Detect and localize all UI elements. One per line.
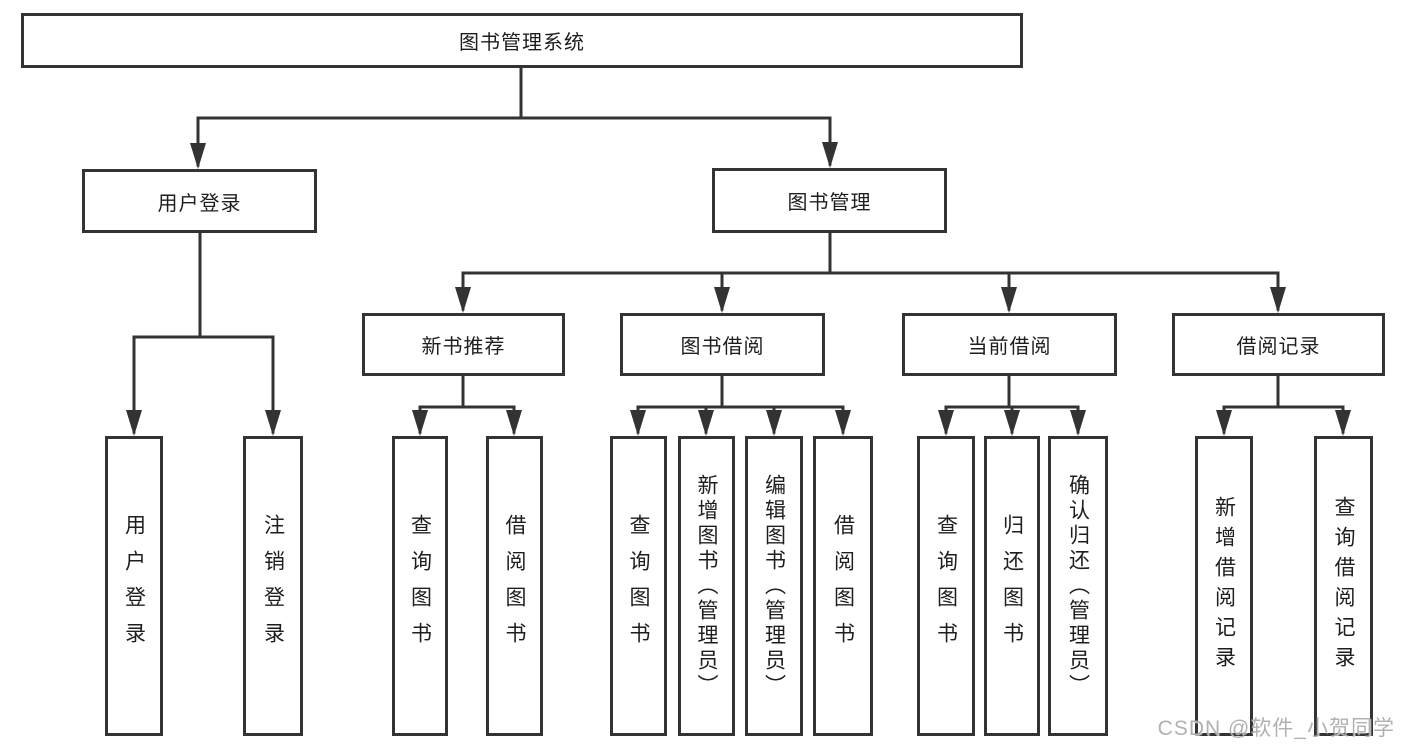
- leaf-query-borrow-record: 查询借阅记录: [1314, 436, 1373, 736]
- node-label: 图书管理: [787, 192, 872, 214]
- leaf-label: 确认归还（管理员）: [1066, 473, 1090, 699]
- leaf-user-login: 用户登录: [105, 436, 163, 736]
- node-label: 图书管理系统: [459, 32, 585, 54]
- node-current-borrowing: 当前借阅: [902, 313, 1117, 376]
- leaf-borrow-books-recommend: 借阅图书: [486, 436, 543, 736]
- node-label: 图书借阅: [680, 336, 765, 358]
- node-label: 新书推荐: [421, 336, 506, 358]
- leaf-label: 查询图书: [627, 514, 650, 658]
- leaf-query-books-recommend: 查询图书: [392, 436, 448, 736]
- leaf-confirm-return-admin: 确认归还（管理员）: [1048, 436, 1108, 736]
- leaf-label: 查询图书: [934, 514, 958, 658]
- leaf-label: 新增图书（管理员）: [695, 473, 718, 699]
- leaf-add-borrow-record: 新增借阅记录: [1195, 436, 1253, 736]
- leaf-label: 注销登录: [261, 514, 285, 658]
- leaf-return-books: 归还图书: [984, 436, 1040, 736]
- leaf-logout: 注销登录: [243, 436, 303, 736]
- node-book-management: 图书管理: [712, 168, 947, 233]
- leaf-add-books-admin: 新增图书（管理员）: [678, 436, 735, 736]
- node-root-library-system: 图书管理系统: [21, 13, 1023, 68]
- leaf-label: 查询借阅记录: [1332, 496, 1355, 676]
- leaf-label: 借阅图书: [831, 514, 855, 658]
- node-label: 用户登录: [157, 192, 242, 215]
- node-book-borrowing: 图书借阅: [620, 313, 825, 376]
- node-new-book-recommend: 新书推荐: [362, 313, 565, 376]
- leaf-query-books-borrowing: 查询图书: [610, 436, 667, 736]
- node-label: 当前借阅: [967, 336, 1052, 358]
- leaf-label: 查询图书: [408, 514, 432, 658]
- leaf-label: 用户登录: [122, 514, 146, 658]
- leaf-label: 编辑图书（管理员）: [762, 473, 786, 699]
- leaf-edit-books-admin: 编辑图书（管理员）: [745, 436, 803, 736]
- node-user-login: 用户登录: [82, 169, 317, 233]
- leaf-label: 归还图书: [1000, 514, 1024, 658]
- leaf-borrow-books: 借阅图书: [813, 436, 873, 736]
- leaf-label: 借阅图书: [503, 514, 526, 658]
- node-label: 借阅记录: [1236, 336, 1321, 358]
- leaf-label: 新增借阅记录: [1212, 496, 1236, 676]
- node-borrow-records: 借阅记录: [1172, 313, 1385, 376]
- leaf-query-books-current: 查询图书: [917, 436, 975, 736]
